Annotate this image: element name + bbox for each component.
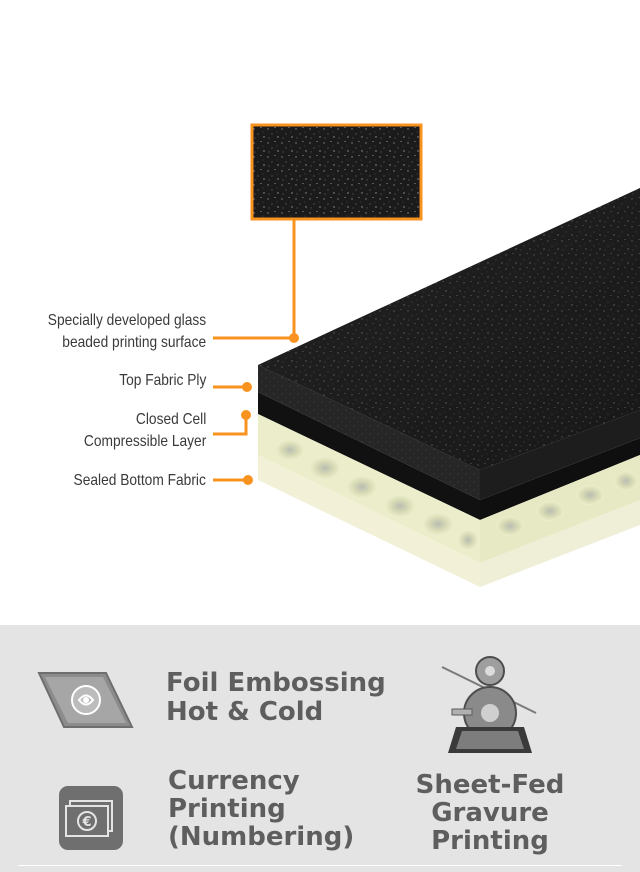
- currency-note-icon: €: [59, 786, 123, 850]
- callout-dots: [241, 333, 299, 485]
- foil-embossing-icon: [37, 672, 134, 728]
- gravure-press-icon: [441, 656, 537, 753]
- side-dark-band: [480, 438, 640, 520]
- front-bottom-fabric: [258, 455, 480, 587]
- callout-surface-label: Specially developed glass beaded printin…: [47, 312, 206, 351]
- svg-text:€: €: [81, 815, 91, 830]
- callout-bottom-fabric-label: Sealed Bottom Fabric: [73, 472, 206, 489]
- callout-compressible-label: Closed Cell Compressible Layer: [83, 411, 206, 450]
- blanket-top-texture: [258, 188, 640, 470]
- blanket-diagram: Specially developed glass beaded printin…: [47, 123, 640, 587]
- callout-top-fabric-label: Top Fabric Ply: [118, 372, 206, 389]
- front-top-ply: [258, 365, 480, 500]
- foil-embossing-title: Foil Embossing Hot & Cold: [166, 668, 386, 727]
- side-bottom-fabric: [480, 500, 640, 587]
- gravure-printing-title: Sheet-Fed Gravure Printing: [415, 770, 565, 856]
- panel-divider: [18, 865, 622, 866]
- applications-panel: Foil Embossing Hot & Cold € Currency Pri…: [0, 625, 640, 872]
- front-dark-band: [258, 392, 480, 520]
- surface-zoom-inset: [250, 123, 423, 221]
- currency-printing-title: Currency Printing (Numbering): [168, 766, 355, 852]
- blanket-cross-section: [213, 123, 640, 587]
- foam-cells: [276, 440, 638, 550]
- side-top-ply: [480, 410, 640, 500]
